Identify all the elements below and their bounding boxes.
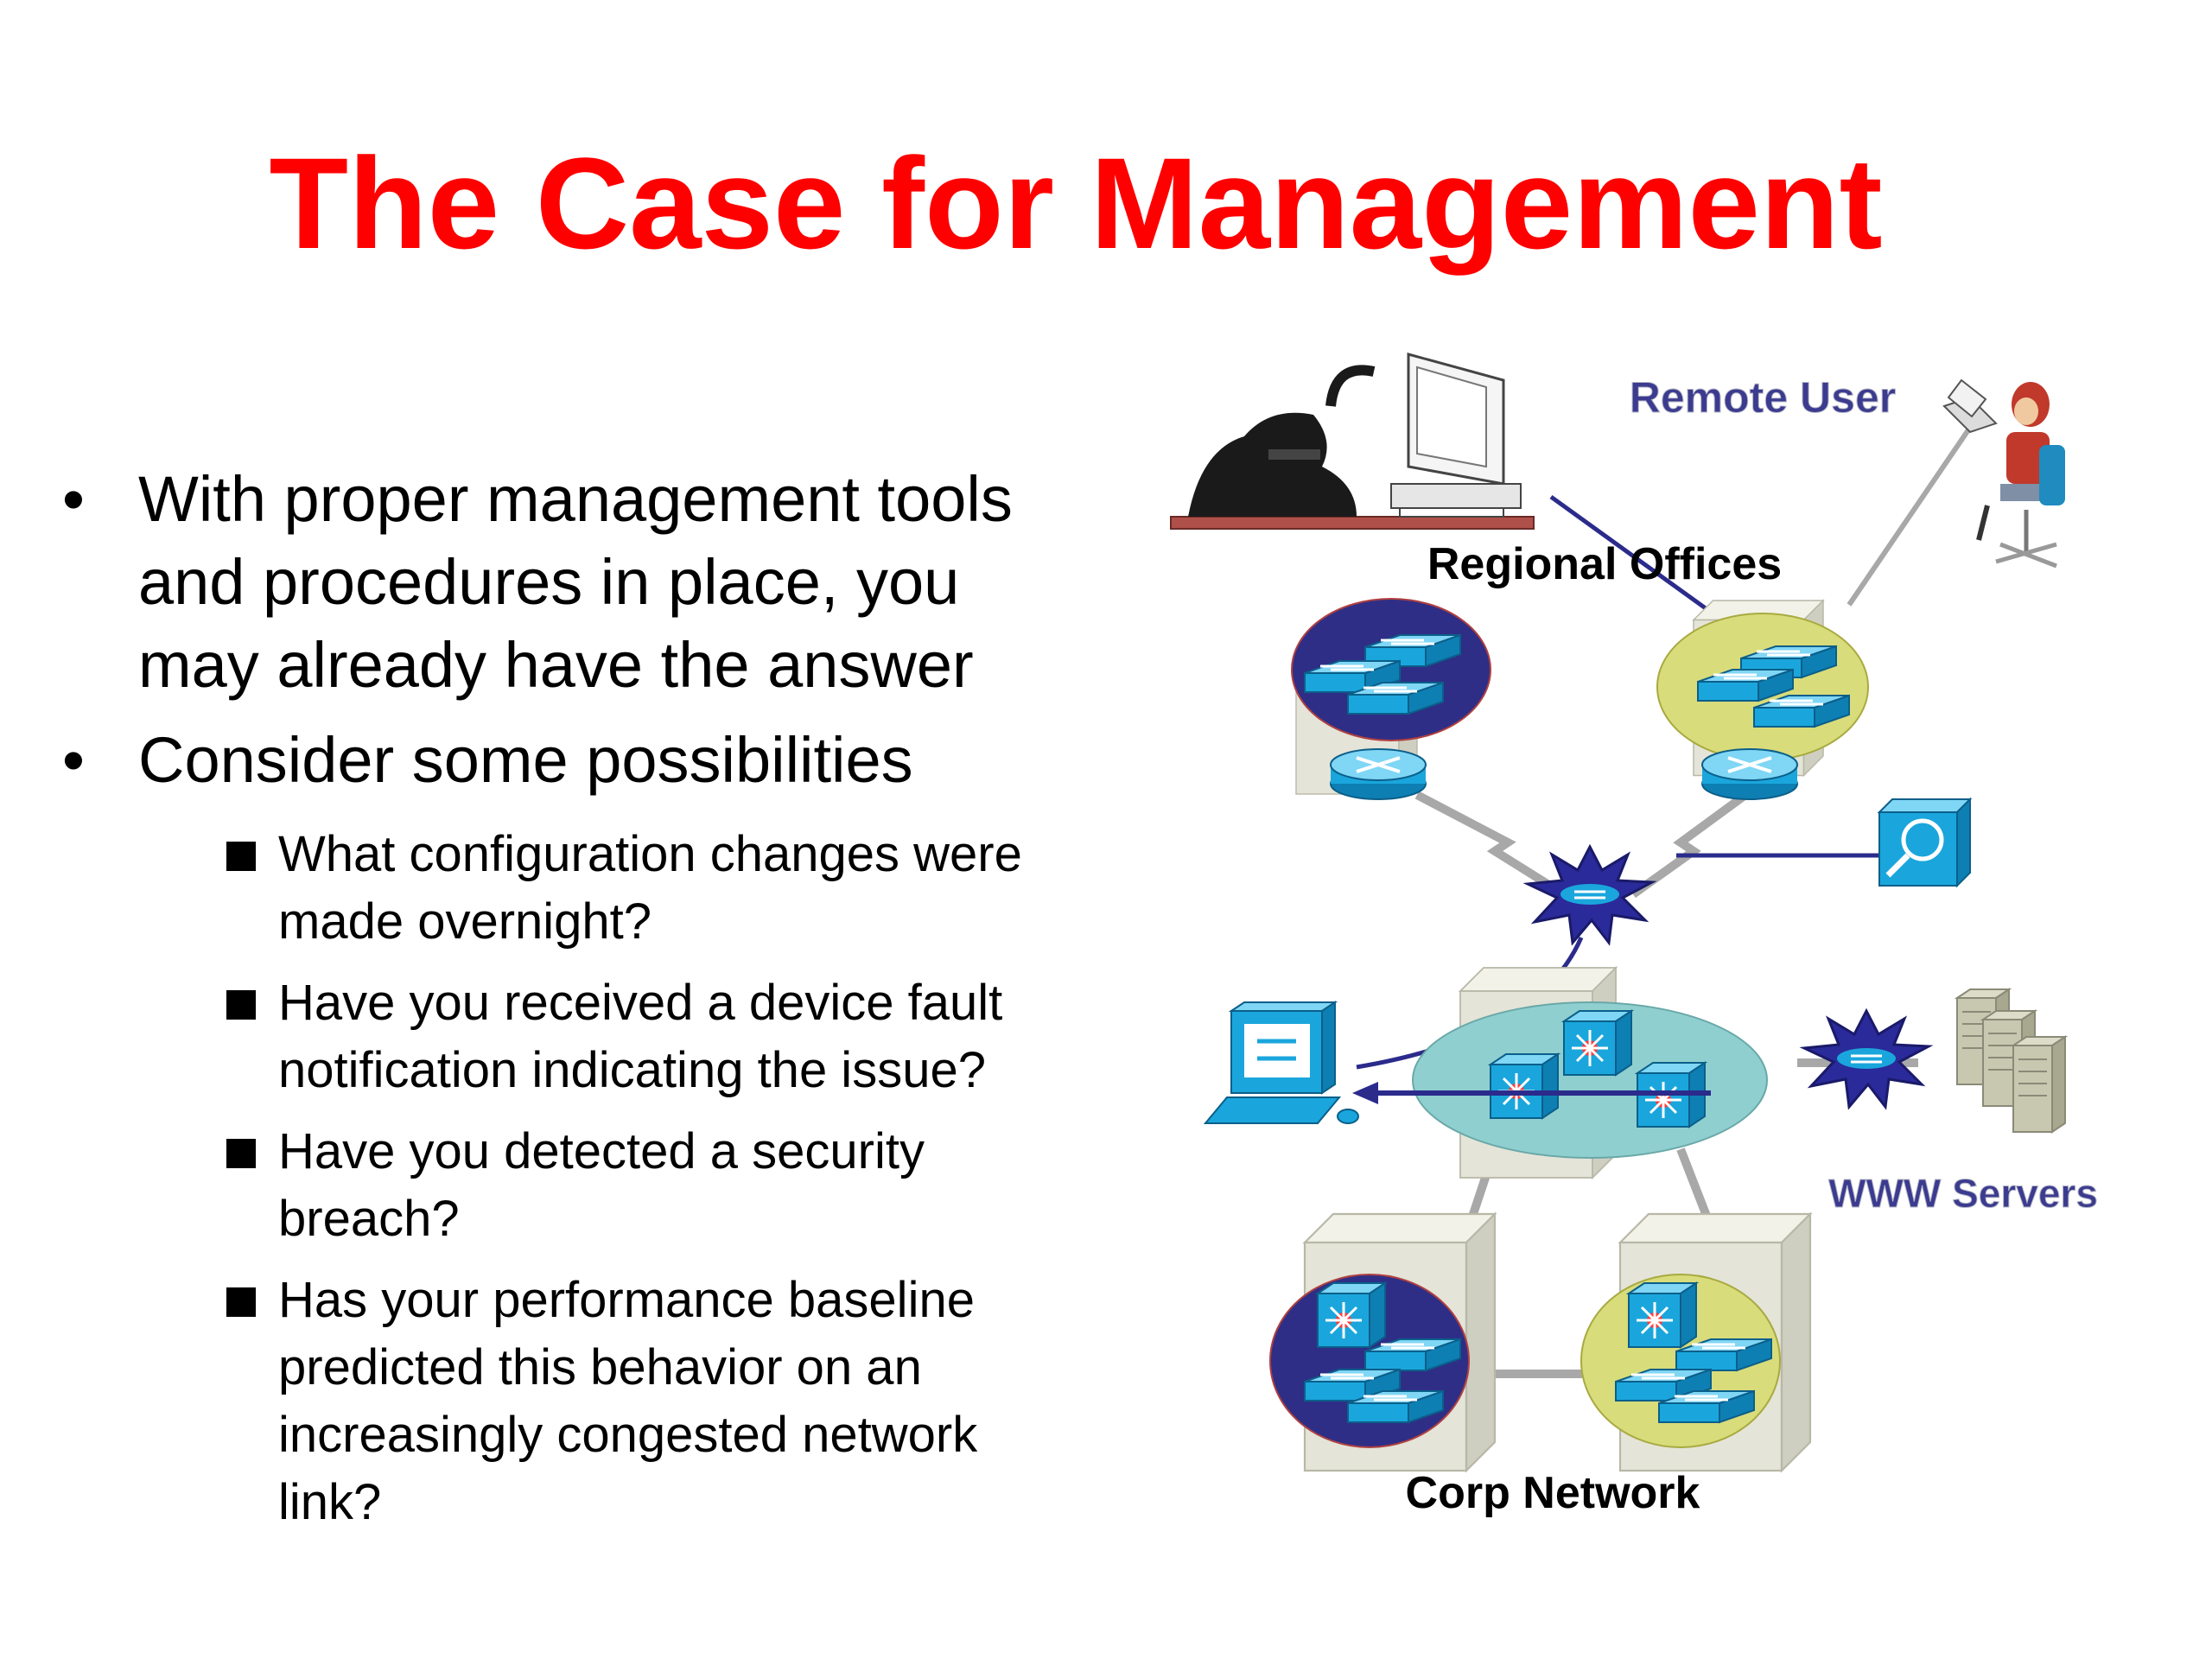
corp-network-label: Corp Network bbox=[1406, 1468, 1700, 1518]
sub-bullet-item: Have you detected a security breach? bbox=[0, 1118, 1149, 1253]
bullet-line: may already have the answer bbox=[138, 629, 974, 701]
sub-bullet-item: What configuration changes were made ove… bbox=[0, 821, 1149, 956]
sub-bullet-line: What configuration changes were bbox=[278, 826, 1022, 882]
square-bullet-icon bbox=[226, 990, 256, 1020]
router-icon bbox=[1329, 747, 1427, 801]
regional-offices-label: Regional Offices bbox=[1427, 539, 1782, 589]
bullet-dot: • bbox=[62, 724, 85, 796]
square-bullet-icon bbox=[226, 1287, 256, 1317]
bullet-line: With proper management tools bbox=[138, 463, 1013, 535]
sub-bullet-line: increasingly congested network bbox=[278, 1407, 978, 1463]
multilayer-switch-icon bbox=[1562, 1009, 1633, 1077]
multilayer-switch-icon bbox=[1316, 1281, 1387, 1349]
sub-bullet-line: Have you received a device fault bbox=[278, 975, 1003, 1031]
bullet-item: • Consider some possibilities bbox=[0, 719, 1149, 802]
network-diagram: Remote User Regional Offices WWW Servers… bbox=[1158, 337, 2134, 1564]
bullet-item: • With proper management tools and proce… bbox=[0, 458, 1149, 707]
management-workstation-icon bbox=[1203, 1001, 1359, 1124]
bullet-line: Consider some possibilities bbox=[138, 724, 913, 796]
remote-user-label: Remote User bbox=[1630, 373, 1896, 422]
router-icon bbox=[1700, 747, 1799, 801]
sub-bullet-item: Have you received a device fault notific… bbox=[0, 969, 1149, 1104]
sub-bullet-line: link? bbox=[278, 1474, 382, 1530]
regional-office-left bbox=[1291, 598, 1491, 801]
server-rack-icon bbox=[1956, 988, 2066, 1133]
multilayer-switch-icon bbox=[1489, 1052, 1560, 1120]
sub-bullet-line: breach? bbox=[278, 1191, 460, 1247]
hacker-at-computer-icon bbox=[1170, 353, 1535, 530]
sub-bullet-item: Has your performance baseline predicted … bbox=[0, 1267, 1149, 1536]
bullet-line: and procedures in place, you bbox=[138, 546, 960, 618]
bullet-dot: • bbox=[62, 463, 85, 535]
corp-building-left bbox=[1269, 1212, 1497, 1472]
sub-bullet-line: Have you detected a security bbox=[278, 1123, 925, 1179]
sub-bullet-list: What configuration changes were made ove… bbox=[0, 821, 1149, 1536]
multilayer-switch-icon bbox=[1627, 1281, 1698, 1349]
slide-title: The Case for Management bbox=[269, 130, 1883, 276]
network-analyzer-icon bbox=[1877, 797, 1973, 888]
sub-bullet-line: notification indicating the issue? bbox=[278, 1042, 986, 1098]
regional-office-right bbox=[1656, 600, 1869, 801]
square-bullet-icon bbox=[226, 842, 256, 871]
corp-building-right bbox=[1580, 1212, 1812, 1472]
www-servers-label: WWW Servers bbox=[1828, 1171, 2098, 1216]
sub-bullet-line: Has your performance baseline bbox=[278, 1272, 975, 1328]
sub-bullet-line: predicted this behavior on an bbox=[278, 1339, 922, 1395]
remote-user-laptop-icon bbox=[1942, 378, 2065, 569]
square-bullet-icon bbox=[226, 1139, 256, 1168]
sub-bullet-line: made overnight? bbox=[278, 893, 652, 950]
core-network bbox=[1412, 967, 1768, 1179]
bullet-list: • With proper management tools and proce… bbox=[0, 458, 1149, 1550]
